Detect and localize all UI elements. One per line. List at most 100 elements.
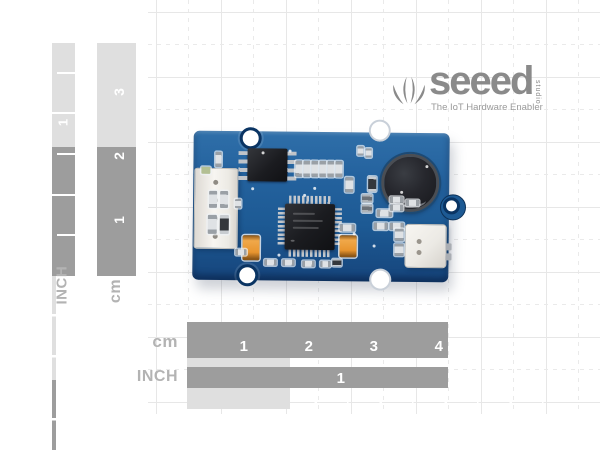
grid-line-h-dashed <box>148 304 600 305</box>
smd-component <box>394 228 404 241</box>
qfp-mcu-chip <box>277 195 342 258</box>
via-dot <box>372 244 376 248</box>
via-dot <box>277 253 281 257</box>
smd-component <box>357 146 364 156</box>
grid-line-h-dashed <box>148 109 600 110</box>
tantalum-capacitor <box>339 235 357 258</box>
inch-bar <box>52 43 75 147</box>
bottom-inch-ruler-label: INCH <box>136 368 178 385</box>
smd-component <box>201 166 211 174</box>
seeed-lotus-icon <box>393 76 425 105</box>
smd-component <box>368 176 377 192</box>
bottom-cm-ruler: 1 2 3 4 5 <box>187 322 551 430</box>
ruler-number: 4 <box>434 338 443 355</box>
smd-component <box>339 224 355 232</box>
qfp-body <box>284 203 336 251</box>
mounting-tab-hole <box>442 197 461 215</box>
cm-ticks-overlay <box>97 276 136 450</box>
mounting-hole-top <box>239 127 262 150</box>
grove-sensor-board <box>192 119 467 291</box>
via-dot <box>313 186 317 190</box>
smd-component <box>320 260 331 268</box>
bottom-cm-ruler-label: cm <box>152 332 178 351</box>
inch-tick <box>187 409 189 430</box>
smd-component <box>332 259 342 267</box>
via-dot <box>303 193 307 197</box>
grove-connector <box>193 167 239 250</box>
smd-component <box>215 151 222 167</box>
edge-notch-bottom <box>369 268 392 291</box>
ruler-number: 5 <box>499 338 508 355</box>
socket-lead <box>445 243 452 251</box>
smd-component <box>234 199 242 209</box>
smd-component <box>362 194 373 203</box>
ruler-number: 3 <box>369 338 378 355</box>
grove-socket-right <box>404 223 452 269</box>
inch-subdivision-column <box>52 380 56 450</box>
ruler-number: 3 <box>111 88 127 96</box>
ruler-number: 2 <box>498 370 507 387</box>
inch-bar <box>52 147 75 276</box>
left-inch-ruler: 1 <box>52 43 91 450</box>
socket-pin-hole <box>416 239 422 245</box>
smd-component <box>406 199 420 207</box>
smd-component <box>219 190 229 209</box>
soic8-opamp-chip <box>247 148 288 182</box>
left-inch-ruler-label: INCH <box>53 265 71 305</box>
smd-component <box>295 160 303 177</box>
inch-bar <box>187 388 290 409</box>
smd-component <box>208 190 218 208</box>
ruler-number: 1 <box>55 118 71 127</box>
smd-component <box>335 161 343 178</box>
ruler-number: 1 <box>111 216 127 224</box>
smd-component <box>235 249 247 256</box>
via-dot <box>400 190 404 194</box>
cm-bar <box>187 322 448 358</box>
grid-line-h <box>148 12 600 13</box>
smd-component <box>373 222 388 230</box>
smd-component <box>327 161 335 178</box>
inch-bar <box>187 367 448 388</box>
smd-component <box>319 160 327 178</box>
ruler-number: 2 <box>111 152 127 160</box>
connector-pin-dot <box>212 233 218 239</box>
smd-component <box>361 204 373 213</box>
smd-component <box>394 243 404 256</box>
smd-component <box>207 214 217 234</box>
via-dot <box>352 232 356 236</box>
ruler-number: 1 <box>239 338 248 355</box>
brand-suffix: studio <box>534 80 541 105</box>
smd-component <box>219 214 229 235</box>
left-cm-ruler: 3 2 1 <box>97 43 136 450</box>
smd-component <box>389 204 404 211</box>
smd-component <box>390 196 404 203</box>
inch-tick <box>52 112 75 114</box>
socket-lead <box>445 253 452 261</box>
inch-tick <box>52 194 75 196</box>
mounting-hole-bottom <box>236 264 259 287</box>
brand-name: seeed <box>429 59 534 103</box>
via-dot <box>251 187 255 191</box>
ruler-number: 1 <box>336 370 345 387</box>
via-dot <box>425 165 429 169</box>
via-dot <box>261 151 265 155</box>
edge-notch-top <box>368 119 391 142</box>
connector-pin-dot <box>213 179 219 185</box>
ruler-number: 2 <box>304 338 313 355</box>
grid-line-h-dashed <box>148 44 600 45</box>
cm-bar <box>97 43 136 147</box>
via-dot <box>288 149 292 153</box>
smd-component <box>282 259 295 266</box>
smd-component <box>345 177 354 193</box>
smd-component <box>302 260 315 267</box>
inch-tick <box>187 430 189 450</box>
inch-tick <box>57 153 75 155</box>
inch-tick <box>57 72 75 74</box>
left-cm-ruler-label: cm <box>107 278 124 304</box>
inch-tick <box>57 234 75 236</box>
seeed-logo: seeed studio The IoT Hardware Enabler <box>391 59 566 120</box>
smd-component <box>365 148 372 158</box>
socket-pin-hole <box>416 250 422 256</box>
